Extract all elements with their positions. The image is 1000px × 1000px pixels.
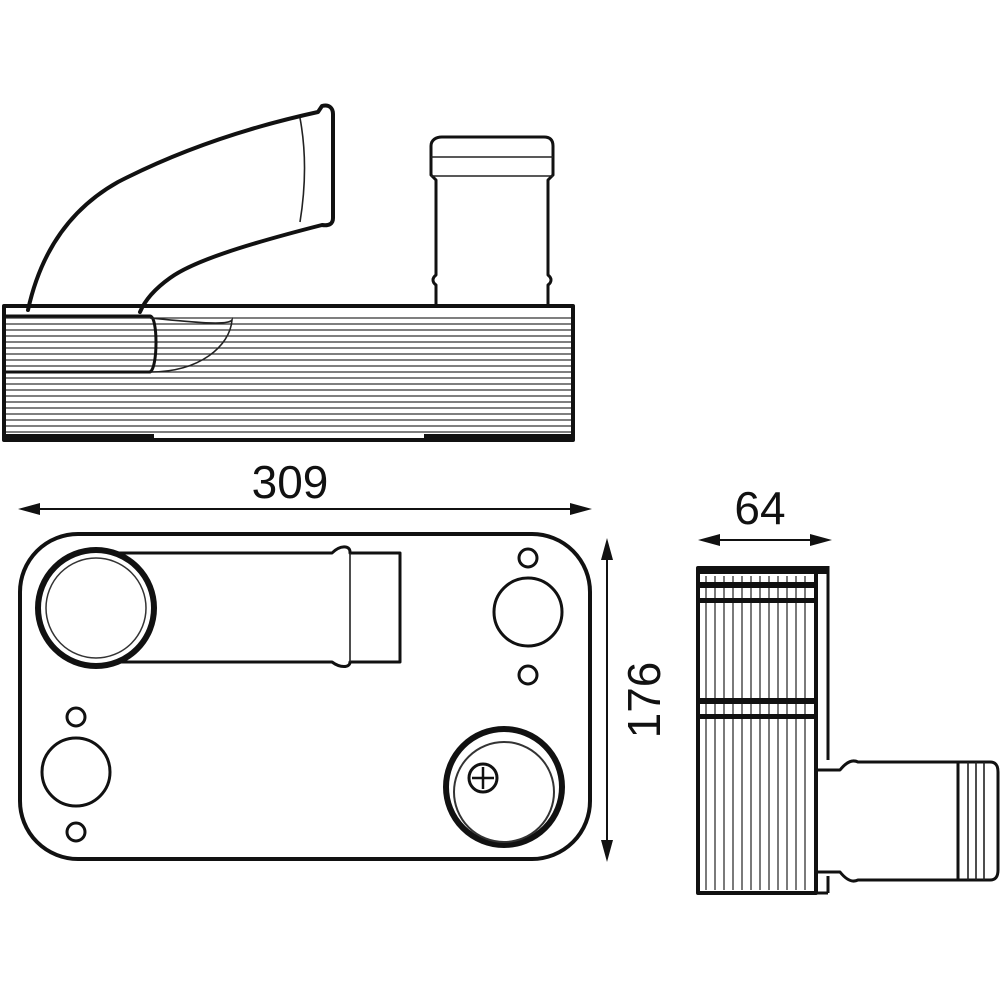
cooler-block-front [2, 304, 575, 442]
dimension-depth: 64 [698, 482, 832, 546]
plan-view [18, 532, 592, 861]
cooler-block-side [696, 566, 818, 895]
dimension-length: 309 [18, 456, 592, 515]
hole-mid-left [65, 706, 87, 728]
base-plate [18, 532, 592, 861]
side-view [696, 566, 1000, 895]
hole-top-right [517, 547, 539, 569]
curved-pipe [26, 103, 335, 314]
plan-pipe [35, 545, 402, 669]
straight-tube [429, 135, 555, 308]
pipe-opening [35, 547, 157, 669]
length-label: 309 [252, 456, 329, 508]
filter-housing [443, 726, 565, 848]
port-top-right [492, 576, 564, 648]
hole-mid-right [517, 664, 539, 686]
height-label: 176 [618, 662, 670, 739]
depth-label: 64 [734, 482, 785, 534]
port-bottom-left [40, 736, 112, 808]
front-view [2, 103, 575, 442]
hole-bottom-left [65, 821, 87, 843]
dimension-height: 176 [601, 538, 670, 862]
side-pipe [816, 759, 1000, 883]
